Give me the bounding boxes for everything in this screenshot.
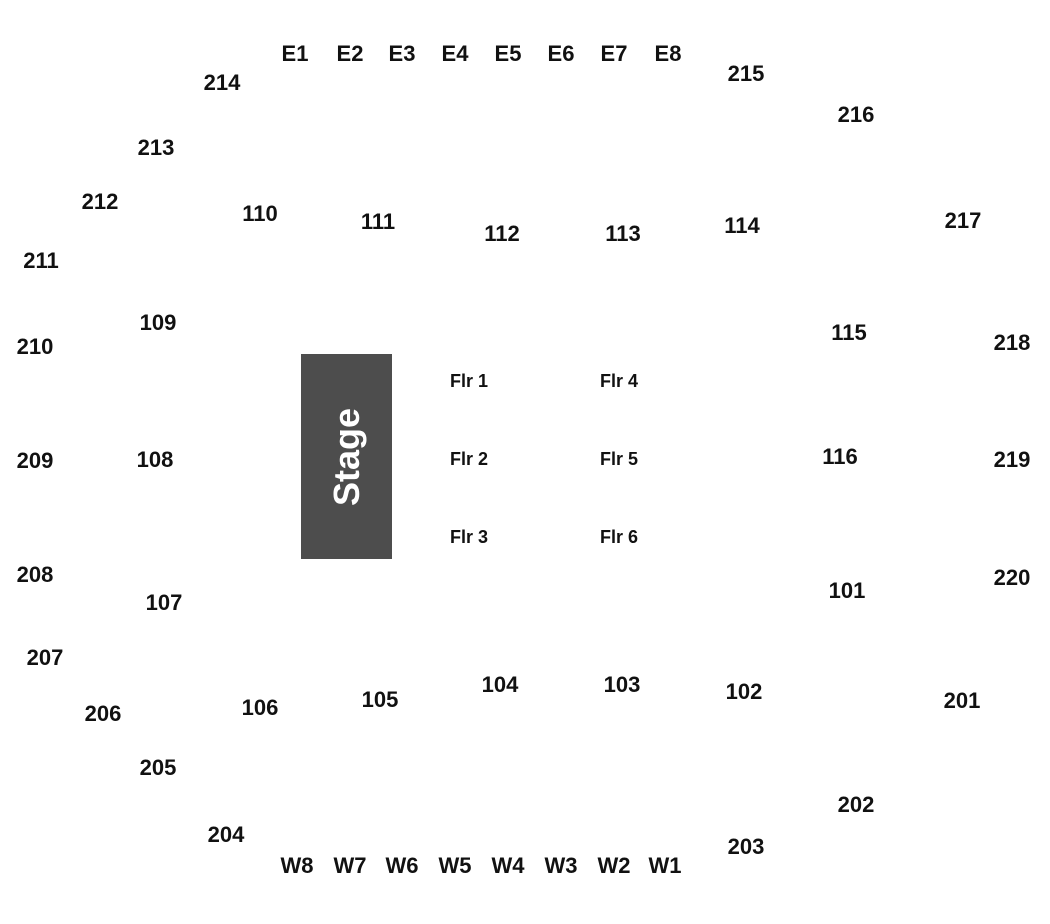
section-105[interactable]: 105	[361, 687, 399, 712]
section-w6[interactable]: W6	[385, 853, 419, 878]
stage: Stage	[301, 354, 392, 559]
section-218[interactable]: 218	[993, 330, 1031, 355]
section-217[interactable]: 217	[944, 208, 982, 233]
section-116[interactable]: 116	[822, 444, 858, 469]
section-e8[interactable]: E8	[654, 41, 682, 66]
section-216[interactable]: 216	[837, 102, 875, 127]
section-e7[interactable]: E7	[600, 41, 628, 66]
section-108[interactable]: 108	[136, 447, 174, 472]
section-208[interactable]: 208	[16, 562, 54, 587]
stage-label: Stage	[325, 407, 367, 506]
section-w1[interactable]: W1	[648, 853, 682, 878]
section-107[interactable]: 107	[145, 590, 183, 615]
section-w4[interactable]: W4	[491, 853, 525, 878]
section-114[interactable]: 114	[724, 213, 760, 238]
section-e3[interactable]: E3	[388, 41, 416, 66]
section-w2[interactable]: W2	[597, 853, 631, 878]
section-floor-3[interactable]: Flr 3	[449, 527, 489, 547]
section-202[interactable]: 202	[837, 792, 875, 817]
section-207[interactable]: 207	[26, 645, 64, 670]
section-w5[interactable]: W5	[438, 853, 472, 878]
section-e4[interactable]: E4	[441, 41, 469, 66]
section-205[interactable]: 205	[139, 755, 177, 780]
section-w8[interactable]: W8	[280, 853, 314, 878]
section-101[interactable]: 101	[828, 578, 866, 603]
section-e6[interactable]: E6	[547, 41, 575, 66]
section-209[interactable]: 209	[16, 448, 54, 473]
section-210[interactable]: 210	[16, 334, 54, 359]
section-109[interactable]: 109	[139, 310, 177, 335]
section-203[interactable]: 203	[727, 834, 765, 859]
section-floor-2[interactable]: Flr 2	[449, 449, 489, 469]
section-219[interactable]: 219	[993, 447, 1031, 472]
section-206[interactable]: 206	[84, 701, 122, 726]
section-e2[interactable]: E2	[336, 41, 364, 66]
section-113[interactable]: 113	[605, 221, 641, 246]
section-214[interactable]: 214	[203, 70, 241, 95]
section-102[interactable]: 102	[725, 679, 763, 704]
section-111[interactable]: 111	[360, 209, 396, 234]
section-floor-5[interactable]: Flr 5	[599, 449, 639, 469]
section-104[interactable]: 104	[481, 672, 519, 697]
section-w3[interactable]: W3	[544, 853, 578, 878]
section-115[interactable]: 115	[831, 320, 867, 345]
section-floor-6[interactable]: Flr 6	[599, 527, 639, 547]
section-floor-1[interactable]: Flr 1	[449, 371, 489, 391]
section-201[interactable]: 201	[943, 688, 981, 713]
section-110[interactable]: 110	[242, 201, 278, 226]
section-211[interactable]: 211	[23, 248, 59, 273]
section-220[interactable]: 220	[993, 565, 1031, 590]
section-e5[interactable]: E5	[494, 41, 522, 66]
section-w7[interactable]: W7	[333, 853, 367, 878]
section-112[interactable]: 112	[484, 221, 520, 246]
section-103[interactable]: 103	[603, 672, 641, 697]
section-215[interactable]: 215	[727, 61, 765, 86]
section-floor-4[interactable]: Flr 4	[599, 371, 639, 391]
section-213[interactable]: 213	[137, 135, 175, 160]
section-204[interactable]: 204	[207, 822, 245, 847]
section-e1[interactable]: E1	[281, 41, 309, 66]
section-212[interactable]: 212	[81, 189, 119, 214]
section-106[interactable]: 106	[241, 695, 279, 720]
